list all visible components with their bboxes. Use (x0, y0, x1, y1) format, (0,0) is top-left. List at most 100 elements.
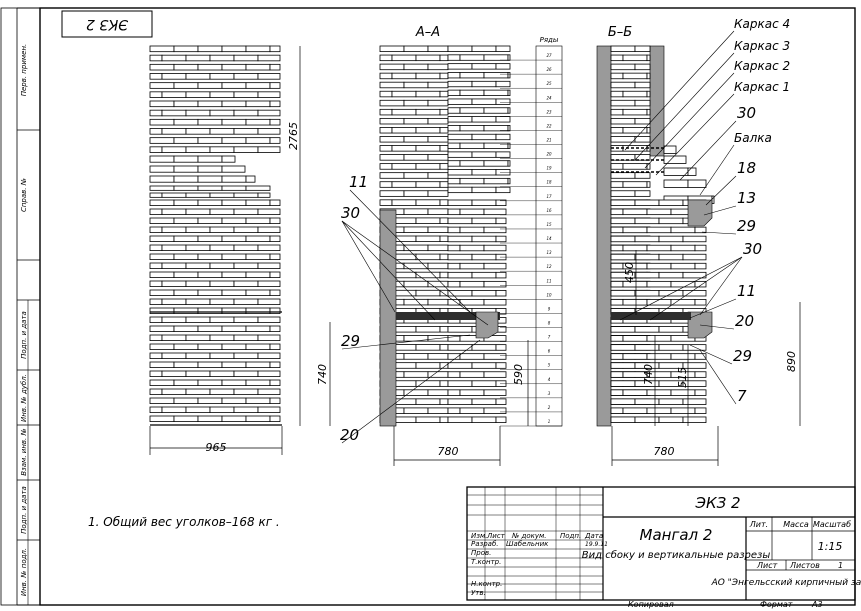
section-a-brick (495, 199, 507, 207)
callout-frame3: Каркас 3 (734, 39, 790, 53)
section-a-brick (483, 389, 507, 396)
section-a-brick (427, 81, 449, 89)
side-view-brick (245, 137, 271, 144)
section-a-brick (447, 416, 473, 423)
side-view-brick (149, 262, 163, 269)
side-view-brick (149, 298, 163, 305)
section-b-brick (622, 72, 648, 80)
side-view-brick (149, 289, 175, 296)
section-a-brick (495, 169, 511, 176)
side-view-brick (173, 361, 199, 368)
side-view-brick (233, 208, 259, 215)
section-b-brick (610, 72, 624, 80)
section-b-brick (610, 244, 624, 252)
side-view-brick (149, 109, 163, 117)
section-a-brick (379, 190, 405, 197)
section-a-brick (495, 398, 507, 405)
row-number: 7 (548, 335, 551, 340)
section-a-brick (471, 289, 497, 297)
side-view-brick (233, 109, 259, 117)
side-view-brick (197, 415, 223, 422)
side-view-brick (221, 185, 247, 191)
row-number: 19 (546, 166, 552, 171)
section-a-brick (427, 244, 449, 252)
section-b-brick (694, 407, 707, 414)
section-a-brick (495, 308, 507, 315)
section-b-brick (622, 181, 648, 188)
section-a-brick (447, 380, 473, 387)
section-b-brick (694, 353, 707, 360)
section-a-brick (379, 199, 393, 206)
section-a-brick (379, 108, 393, 116)
section-b-brick (663, 167, 689, 176)
dim-b-gap: 450 (623, 262, 636, 283)
format-value: А3 (811, 600, 823, 609)
side-view-brick (257, 298, 281, 305)
side-view-brick (245, 100, 271, 108)
hdr-sign: Подп. (560, 532, 581, 540)
section-b-brick (658, 271, 684, 279)
section-a-brick (415, 416, 441, 423)
hdr-doc: № докум. (511, 532, 547, 540)
row-number: 14 (546, 236, 552, 241)
section-a-brick (495, 289, 507, 297)
section-a-beam (475, 311, 499, 339)
section-a-brick (403, 154, 429, 161)
section-b-brick (682, 235, 707, 243)
section-a-brick (427, 298, 449, 306)
section-a-brick (447, 107, 461, 114)
section-a-brick (447, 344, 473, 351)
section-a-brick (439, 199, 449, 206)
side-view-brick (149, 253, 175, 260)
side-view-brick (185, 406, 211, 413)
section-a-brick (427, 226, 449, 233)
side-view-brick (149, 325, 175, 332)
callout-11-right: 11 (737, 282, 756, 300)
section-a-brick (415, 72, 441, 80)
title-sheet-label: Лист (756, 561, 778, 570)
side-view-brick (197, 379, 223, 386)
section-b-label: Б–Б (608, 25, 632, 40)
section-b-brick (670, 389, 696, 396)
side-view-brick (161, 406, 187, 413)
section-b-brick (622, 389, 648, 396)
side-view-brick (257, 192, 271, 198)
section-a-brick (495, 235, 507, 243)
section-a-brick (483, 54, 509, 61)
section-a-brick (459, 389, 485, 396)
section-a-brick (459, 262, 485, 270)
side-view-brick (149, 379, 175, 386)
role-tcontrol: Т.контр. (471, 558, 501, 566)
section-b-brick (610, 190, 636, 197)
section-a-brick (403, 208, 429, 215)
section-b-brick (658, 235, 684, 243)
side-view-brick (257, 73, 281, 80)
side-view-brick (149, 155, 175, 163)
side-view-brick (221, 100, 247, 108)
margin-label: Инв. № подл. (20, 548, 28, 596)
side-view-brick (269, 45, 281, 53)
side-view-brick (149, 415, 175, 422)
section-a-brick (379, 45, 405, 53)
title-lit-label: Лит. (749, 520, 768, 529)
section-a-brick (447, 398, 473, 405)
section-a-brick (415, 145, 441, 152)
section-b-brick (634, 326, 660, 333)
side-view-brick (149, 244, 163, 251)
side-view-brick (257, 109, 281, 117)
row-number: 3 (548, 391, 551, 396)
section-a-brick (447, 177, 461, 185)
section-a-brick (415, 90, 441, 98)
side-view-brick (209, 244, 235, 251)
side-view-brick (149, 334, 163, 341)
side-view-brick (221, 361, 247, 368)
side-view-brick (197, 175, 223, 183)
section-a-brick (483, 208, 507, 216)
side-view-brick (257, 406, 281, 413)
section-a-brick (427, 389, 449, 396)
section-a-brick (483, 226, 507, 234)
side-view-brick (257, 316, 281, 323)
section-a-brick (495, 344, 507, 351)
section-b-brick (634, 81, 651, 89)
section-a-brick (447, 226, 461, 234)
